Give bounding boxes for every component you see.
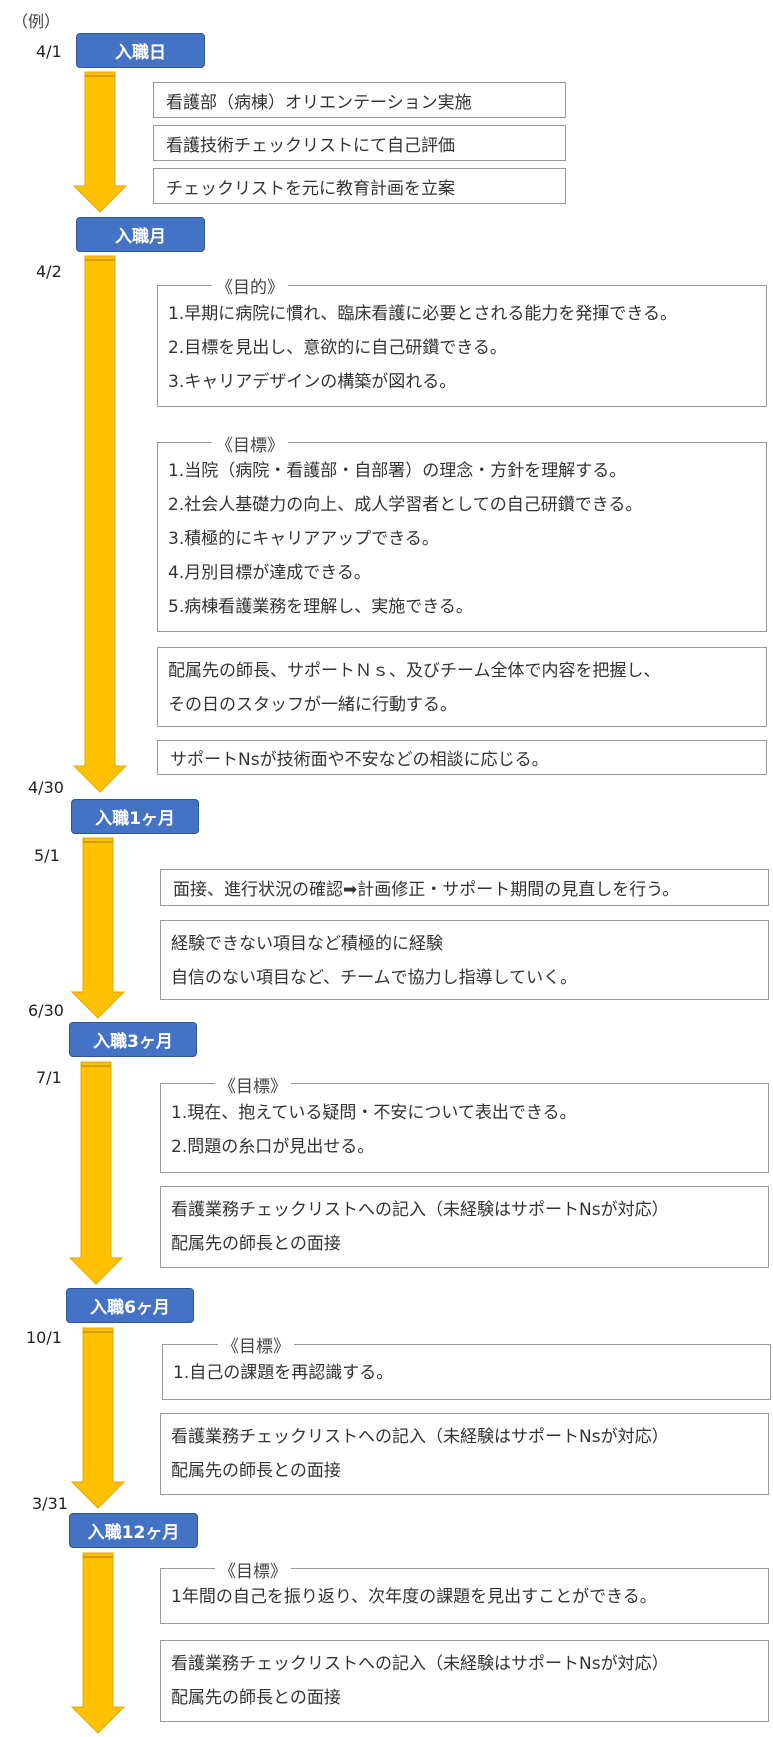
record-line: 看護業務チェックリストへの記入（未経験はサポートNsが対応）: [171, 1654, 669, 1674]
stage-entry-day: 入職日: [76, 33, 205, 68]
goals-heading: 《目標》: [212, 431, 288, 456]
goal-item: 1.当院（病院・看護部・自部署）の理念・方針を理解する。: [168, 461, 627, 481]
stage-12-months: 入職12ヶ月: [69, 1513, 198, 1548]
date-label: 6/30: [28, 1001, 64, 1020]
purpose-item: 2.目標を見出し、意欲的に自己研鑽できる。: [168, 338, 507, 358]
timeline-arrow-4: [68, 1061, 124, 1285]
record-line: 看護業務チェックリストへの記入（未経験はサポートNsが対応）: [171, 1200, 669, 1220]
timeline-arrow-6: [70, 1552, 126, 1734]
record-line: 配属先の師長との面接: [171, 1461, 341, 1481]
goal-item: 1.現在、抱えている疑問・不安について表出できる。: [171, 1103, 577, 1123]
goals-12m-heading: 《目標》: [215, 1557, 291, 1582]
timeline-arrow-1: [72, 71, 128, 213]
experience-line: 経験できない項目など積極的に経験: [171, 934, 443, 954]
record-12m-box: 看護業務チェックリストへの記入（未経験はサポートNsが対応） 配属先の師長との面…: [160, 1640, 769, 1722]
interview-box: 面接、進行状況の確認➡計画修正・サポート期間の見直しを行う。: [160, 869, 769, 906]
goal-item: 1.自己の課題を再認識する。: [173, 1363, 394, 1383]
date-label: 7/1: [36, 1068, 62, 1087]
date-label: 5/1: [34, 846, 60, 865]
purpose-item: 1.早期に病院に慣れ、臨床看護に必要とされる能力を発揮できる。: [168, 304, 678, 324]
goals-12m-box: 1年間の自己を振り返り、次年度の課題を見出すことができる。: [160, 1568, 769, 1624]
box-text: チェックリストを元に教育計画を立案: [166, 178, 455, 199]
goals-3m-box: 1.現在、抱えている疑問・不安について表出できる。 2.問題の糸口が見出せる。: [160, 1083, 769, 1173]
purpose-box: 1.早期に病院に慣れ、臨床看護に必要とされる能力を発揮できる。 2.目標を見出し…: [157, 285, 767, 407]
timeline-arrow-2: [72, 255, 128, 793]
box-text: 面接、進行状況の確認➡計画修正・サポート期間の見直しを行う。: [173, 880, 680, 900]
date-label: 4/30: [28, 778, 64, 797]
stage-6-months: 入職6ヶ月: [66, 1288, 194, 1323]
example-note: （例）: [12, 12, 61, 31]
goal-item: 4.月別目標が達成できる。: [168, 563, 371, 583]
experience-line: 自信のない項目など、チームで協力し指導していく。: [171, 968, 578, 988]
purpose-heading: 《目的》: [212, 273, 288, 298]
staff-line: 配属先の師長、サポートＮｓ、及びチーム全体で内容を把握し、: [168, 661, 661, 681]
box-text: 看護部（病棟）オリエンテーション実施: [166, 92, 472, 113]
purpose-item: 3.キャリアデザインの構築が図れる。: [168, 372, 457, 392]
date-label: 4/1: [36, 42, 62, 61]
date-label: 4/2: [36, 262, 62, 281]
orientation-box: 看護部（病棟）オリエンテーション実施: [153, 82, 566, 118]
goals-6m-heading: 《目標》: [218, 1332, 294, 1357]
record-6m-box: 看護業務チェックリストへの記入（未経験はサポートNsが対応） 配属先の師長との面…: [160, 1413, 769, 1495]
timeline-arrow-3: [70, 837, 126, 1019]
record-3m-box: 看護業務チェックリストへの記入（未経験はサポートNsが対応） 配属先の師長との面…: [160, 1186, 769, 1268]
support-box: サポートNsが技術面や不安などの相談に応じる。: [157, 740, 767, 775]
staff-line: その日のスタッフが一緒に行動する。: [168, 695, 457, 715]
experience-box: 経験できない項目など積極的に経験 自信のない項目など、チームで協力し指導していく…: [160, 920, 769, 1000]
record-line: 配属先の師長との面接: [171, 1688, 341, 1708]
goal-item: 5.病棟看護業務を理解し、実施できる。: [168, 597, 473, 617]
goal-item: 2.問題の糸口が見出せる。: [171, 1137, 375, 1157]
stage-entry-month: 入職月: [76, 217, 205, 252]
date-label: 10/1: [26, 1328, 62, 1347]
goal-item: 3.積極的にキャリアアップできる。: [168, 529, 439, 549]
goals-box: 1.当院（病院・看護部・自部署）の理念・方針を理解する。 2.社会人基礎力の向上…: [157, 442, 767, 632]
stage-3-months: 入職3ヶ月: [69, 1022, 197, 1057]
record-line: 看護業務チェックリストへの記入（未経験はサポートNsが対応）: [171, 1427, 669, 1447]
goal-item: 2.社会人基礎力の向上、成人学習者としての自己研鑽できる。: [168, 495, 643, 515]
timeline-arrow-5: [70, 1327, 126, 1509]
goal-item: 1年間の自己を振り返り、次年度の課題を見出すことができる。: [171, 1587, 657, 1607]
goals-3m-heading: 《目標》: [215, 1072, 291, 1097]
record-line: 配属先の師長との面接: [171, 1234, 341, 1254]
stage-1-month: 入職1ヶ月: [71, 799, 199, 834]
box-text: サポートNsが技術面や不安などの相談に応じる。: [170, 750, 549, 770]
self-evaluation-box: 看護技術チェックリストにて自己評価: [153, 125, 566, 161]
staff-box: 配属先の師長、サポートＮｓ、及びチーム全体で内容を把握し、 その日のスタッフが一…: [157, 647, 767, 727]
date-label: 3/31: [32, 1494, 68, 1513]
box-text: 看護技術チェックリストにて自己評価: [166, 135, 455, 156]
education-plan-box: チェックリストを元に教育計画を立案: [153, 168, 566, 204]
